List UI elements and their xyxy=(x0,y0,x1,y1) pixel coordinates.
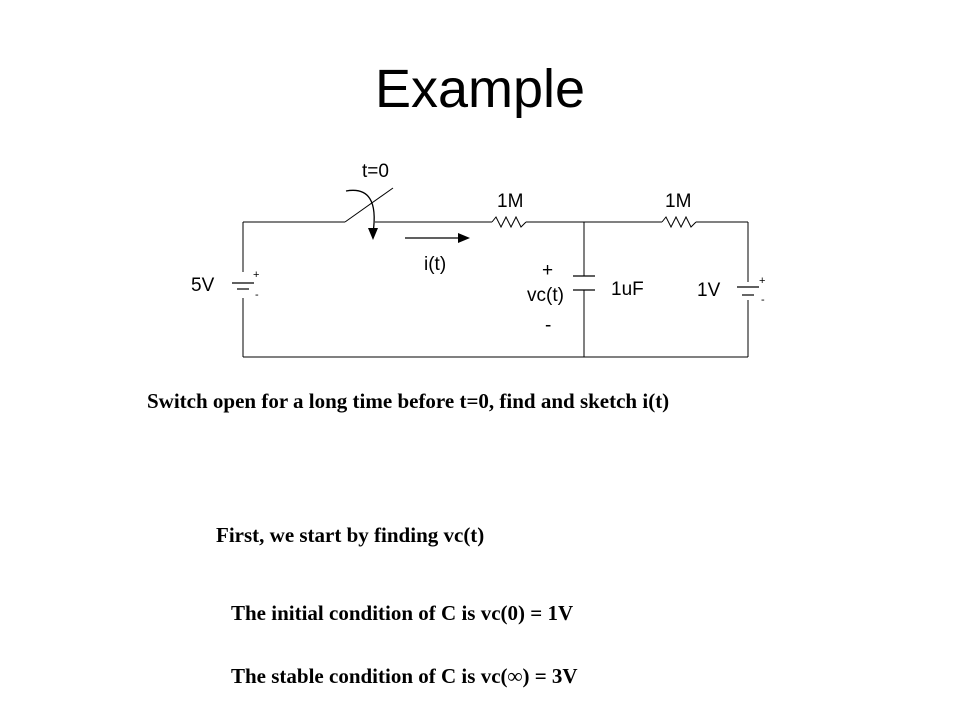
source-left-label: 5V xyxy=(191,275,215,296)
switch-arrow-head xyxy=(368,228,378,240)
battery-left xyxy=(232,282,254,290)
switch-arrow xyxy=(345,189,375,234)
cap-minus-label: - xyxy=(545,315,551,336)
battery-right xyxy=(737,286,759,296)
current-label: i(t) xyxy=(424,254,446,275)
resistor-2 xyxy=(661,215,697,229)
source-right-label: 1V xyxy=(697,280,721,301)
battery-left-plus: + xyxy=(253,269,259,281)
resistor-2-label: 1M xyxy=(665,191,691,212)
problem-statement: Switch open for a long time before t=0, … xyxy=(147,389,670,413)
cap-plus-label: + xyxy=(542,260,553,281)
cap-voltage-label: vc(t) xyxy=(527,285,564,306)
battery-right-plus: + xyxy=(759,275,765,287)
resistor-1-label: 1M xyxy=(497,191,523,212)
initial-condition-text: The initial condition of C is vc(0) = 1V xyxy=(231,601,574,625)
battery-right-minus: - xyxy=(761,294,765,306)
slide-title: Example xyxy=(374,59,586,119)
switch-label: t=0 xyxy=(362,161,389,182)
cap-value-label: 1uF xyxy=(611,279,644,300)
step-one-text: First, we start by finding vc(t) xyxy=(216,523,485,547)
capacitor xyxy=(573,275,595,291)
switch-blade xyxy=(344,187,394,223)
stable-condition-text: The stable condition of C is vc(∞) = 3V xyxy=(231,664,578,688)
current-arrow-head xyxy=(458,233,470,243)
resistor-1 xyxy=(491,215,527,229)
battery-left-minus: - xyxy=(255,289,259,301)
